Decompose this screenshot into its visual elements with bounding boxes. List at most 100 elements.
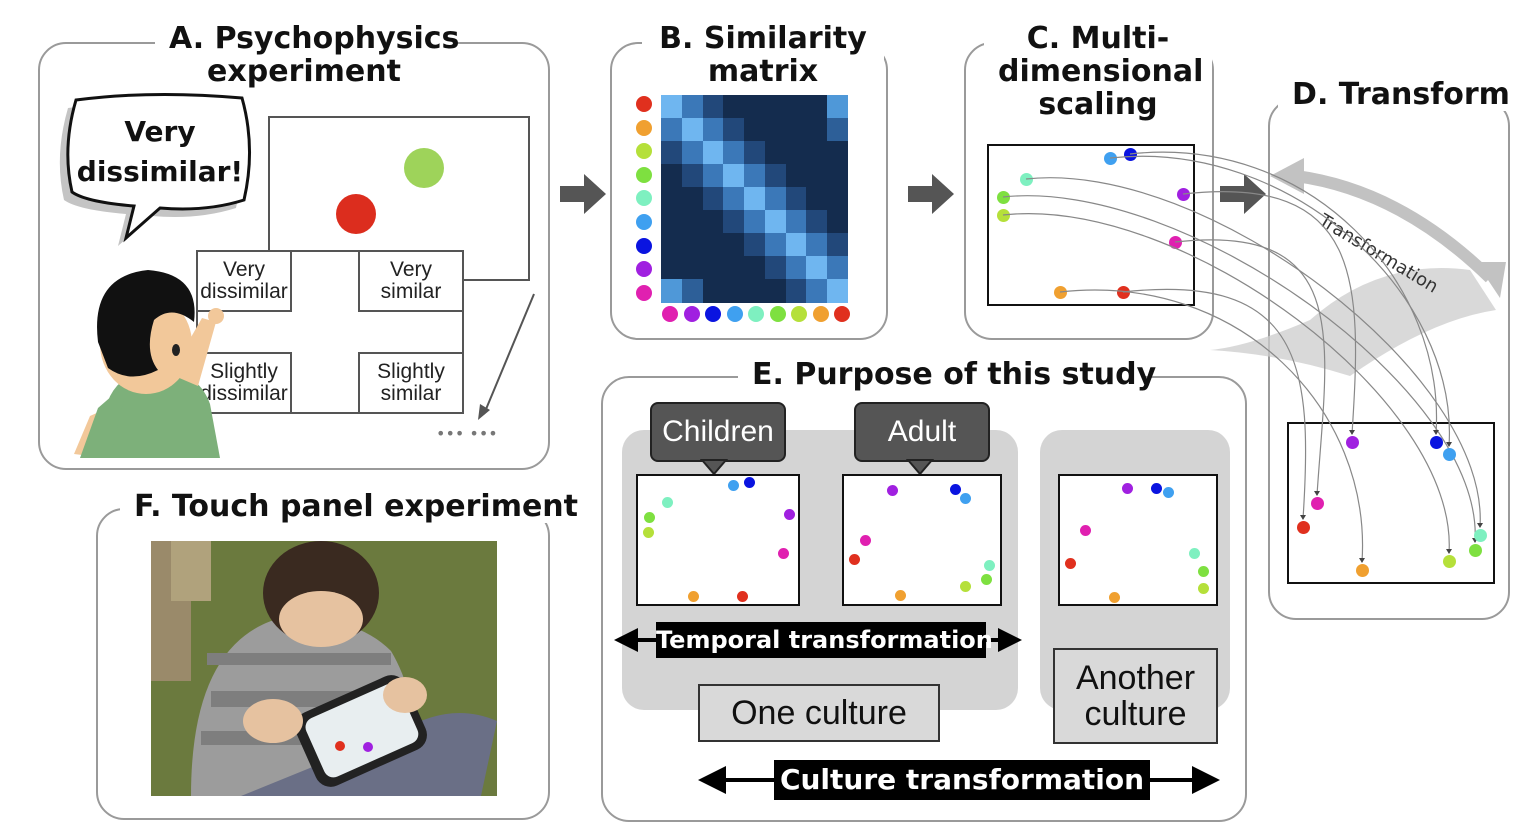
matrix-cell [702,210,724,234]
child-illustration [74,270,224,458]
mds-children-dot [743,476,755,488]
matrix-cell [827,164,849,188]
matrix-cell [806,279,828,303]
temporal-transformation-label: Temporal transformation [656,622,993,658]
matrix-cell [764,187,787,211]
mds-adult-dot [894,589,906,601]
mds-children-dot [661,496,673,508]
matrix-cell [702,279,724,303]
matrix-row-dot [636,190,652,207]
matrix-col-dot [662,306,678,322]
matrix-cell [661,118,683,142]
mds-c-dot [1168,235,1182,249]
matrix-col-dot [726,306,743,322]
speech-bubble [59,92,252,246]
matrix-cell [764,210,787,234]
matrix-cell [744,141,766,165]
matrix-cell [702,256,724,280]
matrix-col-dot [705,306,721,322]
matrix-row-dot [636,143,652,160]
mds-d-dot [1468,543,1482,557]
matrix-cell [723,279,745,303]
matrix-cell [744,233,766,257]
mds-c-dot [1053,285,1067,299]
very-similar-line2: similar [380,280,442,303]
matrix-cell [681,95,704,119]
mds-d-dot [1296,520,1310,534]
matrix-cell [744,187,766,211]
matrix-cell [764,279,787,303]
ellipsis-text: ••• ••• [436,424,498,443]
matrix-cell [661,233,683,257]
matrix-cell [681,233,704,257]
matrix-col-dot [791,306,807,322]
matrix-cell [785,233,807,257]
sequence-arrow [478,293,535,420]
slightly-dissimilar-line1: Slightly [210,360,278,383]
matrix-cell [661,141,683,165]
culture-transformation-label: Culture transformation [774,760,1150,800]
mds-another-culture-dot [1197,582,1209,594]
panel-c-title-line2: dimensional [998,54,1204,89]
matrix-cell [702,141,724,165]
mds-another-culture-dot [1150,482,1162,494]
matrix-cell [744,279,766,303]
mds-another-culture-dot [1188,547,1200,559]
matrix-cell [764,141,787,165]
matrix-cell [744,118,766,142]
arrow-a-to-b [560,174,606,214]
matrix-col-dot [769,306,786,322]
panel-c-title: C. Multi- dimensional scaling [984,22,1212,121]
mds-d-dot [1345,435,1359,449]
matrix-cell [827,256,849,280]
matrix-cell [744,164,766,188]
mds-adult-dot [980,573,992,585]
matrix-cell [681,164,704,188]
matrix-cell [702,95,724,119]
mds-c-dot [1123,147,1137,161]
mds-adult-dot [886,484,898,496]
matrix-cell [661,187,683,211]
matrix-cell [702,187,724,211]
mds-plot-adult [842,474,1002,606]
matrix-cell [764,118,787,142]
panel-f-title: F. Touch panel experiment [120,490,578,523]
another-culture-line1: Another [1075,659,1196,697]
slightly-similar-line2: similar [380,382,442,405]
matrix-cell [827,118,849,142]
matrix-cell [785,210,807,234]
matrix-cell [827,233,849,257]
matrix-cell [723,95,745,119]
matrix-cell [785,187,807,211]
mds-d-dot [1473,528,1487,542]
panel-c-title-line1: C. Multi- [1026,21,1170,56]
matrix-cell [681,187,704,211]
panel-d-title: D. Transform [1278,78,1524,111]
matrix-cell [744,95,766,119]
children-label-pointer [700,459,729,476]
matrix-cell [681,118,704,142]
matrix-row-dot [636,284,652,301]
matrix-cell [806,256,828,280]
matrix-cell [681,279,704,303]
very-dissimilar-line2: dissimilar [200,280,288,303]
matrix-row-dot [636,261,652,278]
matrix-cell [827,141,849,165]
matrix-cell [806,95,828,119]
mds-adult-dot [959,580,971,592]
panel-a-title-line1: A. Psychophysics [169,21,460,56]
matrix-cell [702,118,724,142]
adult-label: Adult [854,402,990,462]
matrix-col-dot [683,306,700,322]
mds-children-dot [643,511,655,523]
mds-c-dot [1116,285,1130,299]
matrix-cell [681,141,704,165]
mds-plot-children [636,474,800,606]
very-similar-line1: Very [389,258,432,281]
one-culture-box: One culture [698,684,940,742]
